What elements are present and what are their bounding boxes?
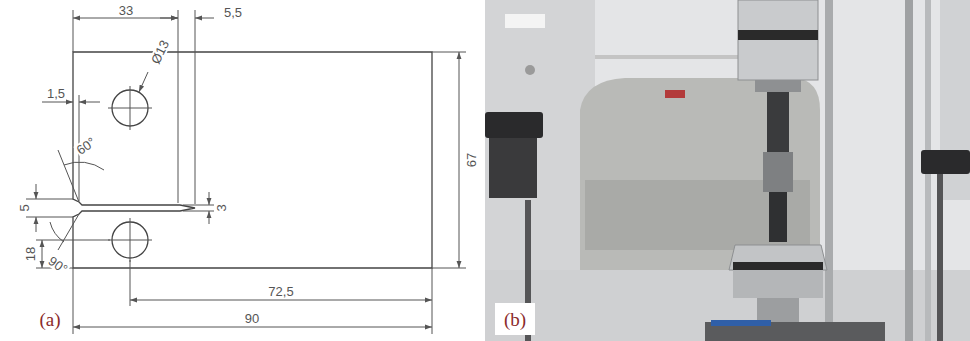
camera bbox=[921, 150, 970, 174]
dimension-line bbox=[36, 184, 37, 199]
dimension-line bbox=[73, 18, 178, 19]
specimen-drawing bbox=[0, 0, 485, 341]
lab-wall bbox=[485, 0, 970, 341]
lower-rod bbox=[769, 192, 787, 242]
center-line bbox=[130, 218, 131, 262]
extension-line bbox=[178, 10, 179, 203]
tool bbox=[711, 320, 771, 326]
brand-plate bbox=[665, 90, 685, 98]
dimension-text: 5,5 bbox=[223, 6, 243, 19]
extension-line bbox=[26, 199, 73, 200]
column bbox=[905, 0, 913, 341]
dimension-text: 5 bbox=[18, 203, 31, 212]
dimension-line bbox=[42, 240, 43, 268]
dimension-text: 18 bbox=[24, 246, 37, 262]
dimension-line bbox=[209, 192, 210, 205]
dimension-line bbox=[36, 217, 37, 232]
column bbox=[825, 0, 833, 341]
floor bbox=[485, 270, 970, 341]
extension-line bbox=[432, 52, 466, 53]
angle-text: 90° bbox=[45, 253, 70, 276]
angle-line bbox=[58, 150, 79, 202]
cabinet bbox=[580, 78, 820, 270]
panel-tag: (b) bbox=[503, 310, 527, 329]
dimension-text: 1,5 bbox=[46, 87, 66, 100]
clevis bbox=[763, 152, 793, 192]
dimension-line bbox=[42, 102, 73, 103]
panel-tag: (a) bbox=[38, 310, 61, 329]
grip-band bbox=[738, 30, 818, 40]
dimension-text: 33 bbox=[118, 4, 134, 17]
dimension-text: 72,5 bbox=[267, 285, 294, 298]
upper-grip bbox=[738, 0, 818, 80]
specimen-outline bbox=[73, 52, 432, 268]
sticker bbox=[505, 14, 545, 28]
camera-mount bbox=[489, 138, 537, 198]
test-machine-photo bbox=[485, 0, 970, 341]
dimension-line bbox=[130, 300, 432, 301]
leader-line bbox=[139, 72, 148, 92]
dimension-line bbox=[73, 327, 432, 328]
angle-arc bbox=[50, 222, 64, 242]
dimension-text: 67 bbox=[465, 152, 478, 168]
dimension-text: 90 bbox=[244, 312, 260, 325]
extension-line bbox=[130, 260, 131, 306]
dimension-line bbox=[209, 211, 210, 224]
extension-line bbox=[195, 10, 196, 204]
gauge bbox=[525, 65, 535, 75]
dimension-text: 3 bbox=[215, 203, 228, 212]
dimension-line bbox=[459, 52, 460, 268]
dimension-line bbox=[195, 18, 214, 19]
angle-arc bbox=[64, 162, 104, 170]
lower-grip bbox=[729, 245, 827, 270]
grip-collar bbox=[755, 80, 801, 92]
extension-line bbox=[432, 268, 433, 334]
dimension-line bbox=[79, 102, 100, 103]
diameter-text: Ø13 bbox=[148, 37, 171, 67]
grip-band bbox=[733, 262, 823, 270]
camera bbox=[485, 112, 543, 138]
extension-line bbox=[36, 240, 110, 241]
upper-rod bbox=[767, 92, 789, 152]
tag-background bbox=[495, 303, 535, 335]
dimension-line bbox=[160, 18, 178, 19]
lower-grip bbox=[733, 270, 823, 298]
tripod bbox=[937, 174, 943, 341]
extension-line bbox=[73, 10, 74, 52]
center-line bbox=[130, 86, 131, 130]
extension-line bbox=[432, 268, 466, 269]
extension-line bbox=[73, 268, 74, 334]
angle-text: 60° bbox=[73, 134, 98, 157]
angle-line bbox=[58, 214, 79, 250]
extension-line bbox=[26, 217, 73, 218]
